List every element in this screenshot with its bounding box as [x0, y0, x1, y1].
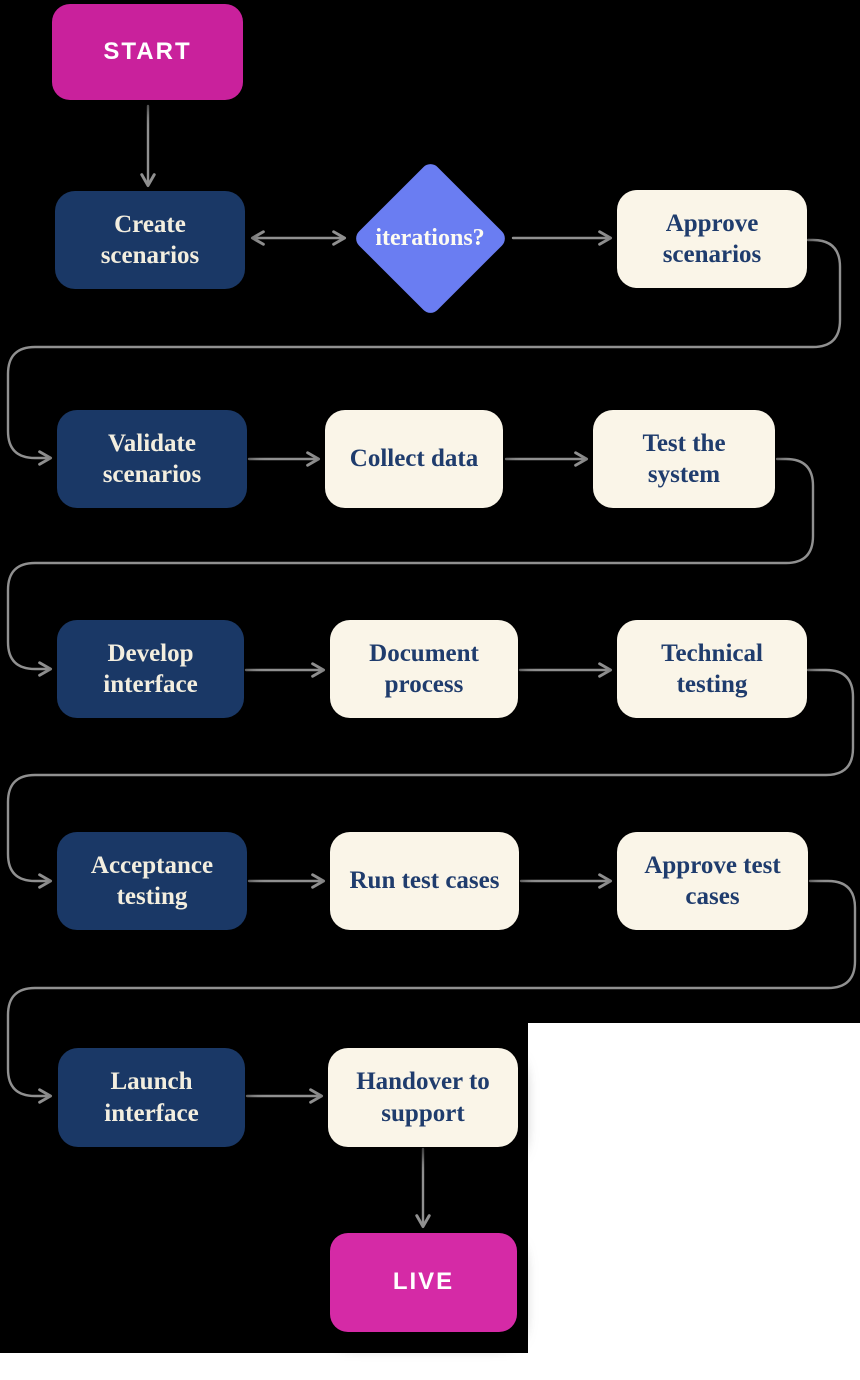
node-approve-scenarios: Approve scenarios: [617, 190, 807, 288]
node-validate-scenarios: Validate scenarios: [57, 410, 247, 508]
node-start: START: [52, 4, 243, 100]
node-document-process: Document process: [330, 620, 518, 718]
node-decision-iterations: iterations?: [351, 159, 509, 317]
node-collect-data-label: Collect data: [349, 445, 479, 473]
node-create-scenarios-label: Create scenarios: [100, 210, 200, 270]
node-technical-testing: Technical testing: [617, 620, 807, 718]
node-validate-scenarios-label: Validate scenarios: [102, 429, 202, 489]
node-decision-iterations-label: iterations?: [375, 224, 485, 251]
node-test-the-system: Test the system: [593, 410, 775, 508]
node-approve-scenarios-label: Approve scenarios: [662, 209, 762, 269]
node-live-label: LIVE: [392, 1268, 455, 1296]
node-acceptance-testing-label: Acceptance testing: [90, 851, 214, 911]
node-launch-interface: Launch interface: [58, 1048, 245, 1147]
edge-approve-to-validate-wrap: [6, 238, 842, 466]
node-approve-test-cases-label: Approve test cases: [644, 851, 781, 911]
page-background-white-bottom: [0, 1353, 860, 1380]
page-background-white-right: [528, 1023, 860, 1380]
node-handover-to-support-label: Handover to support: [356, 1068, 490, 1127]
node-launch-interface-label: Launch interface: [104, 1068, 199, 1127]
node-start-label: START: [103, 37, 192, 65]
node-develop-interface-label: Develop interface: [103, 639, 198, 699]
edge-technical-to-acceptance-wrap: [6, 668, 855, 889]
edge-approvetc-to-launch-wrap: [6, 879, 857, 1104]
node-technical-testing-label: Technical testing: [661, 639, 763, 699]
node-develop-interface: Develop interface: [57, 620, 244, 718]
edge-test-to-develop-wrap: [6, 457, 815, 677]
node-test-the-system-label: Test the system: [642, 429, 726, 489]
node-approve-test-cases: Approve test cases: [617, 832, 808, 930]
node-collect-data: Collect data: [325, 410, 503, 508]
node-run-test-cases-label: Run test cases: [349, 867, 500, 895]
node-live: LIVE: [330, 1233, 517, 1332]
node-document-process-label: Document process: [369, 639, 479, 699]
node-create-scenarios: Create scenarios: [55, 191, 245, 289]
node-acceptance-testing: Acceptance testing: [57, 832, 247, 930]
node-handover-to-support: Handover to support: [328, 1048, 518, 1147]
node-run-test-cases: Run test cases: [330, 832, 519, 930]
